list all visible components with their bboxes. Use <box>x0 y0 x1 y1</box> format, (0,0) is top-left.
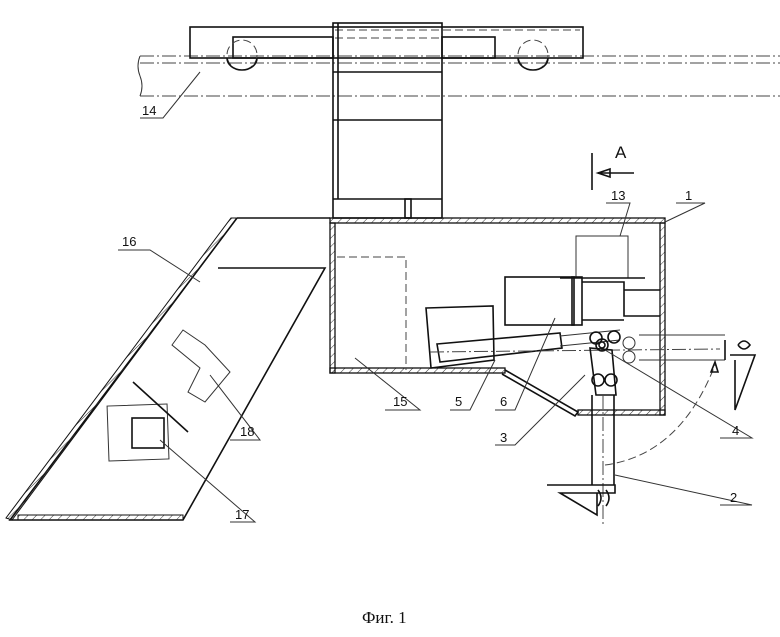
label-16: 16 <box>122 234 136 249</box>
rail <box>138 56 780 96</box>
label-2: 2 <box>730 490 737 505</box>
label-18: 18 <box>240 424 254 439</box>
view-arrow <box>592 153 634 190</box>
view-label: A <box>615 143 626 163</box>
label-13: 13 <box>611 188 625 203</box>
label-15: 15 <box>393 394 407 409</box>
label-17: 17 <box>235 507 249 522</box>
label-3: 3 <box>500 430 507 445</box>
label-5: 5 <box>455 394 462 409</box>
figure-caption: Фиг. 1 <box>362 608 407 628</box>
carriage <box>190 27 583 70</box>
arm <box>547 340 755 525</box>
label-1: 1 <box>685 188 692 203</box>
label-6: 6 <box>500 394 507 409</box>
label-14: 14 <box>142 103 156 118</box>
column <box>333 23 442 218</box>
hopper <box>6 218 330 520</box>
label-4: 4 <box>732 423 739 438</box>
leader-lines <box>118 72 752 522</box>
